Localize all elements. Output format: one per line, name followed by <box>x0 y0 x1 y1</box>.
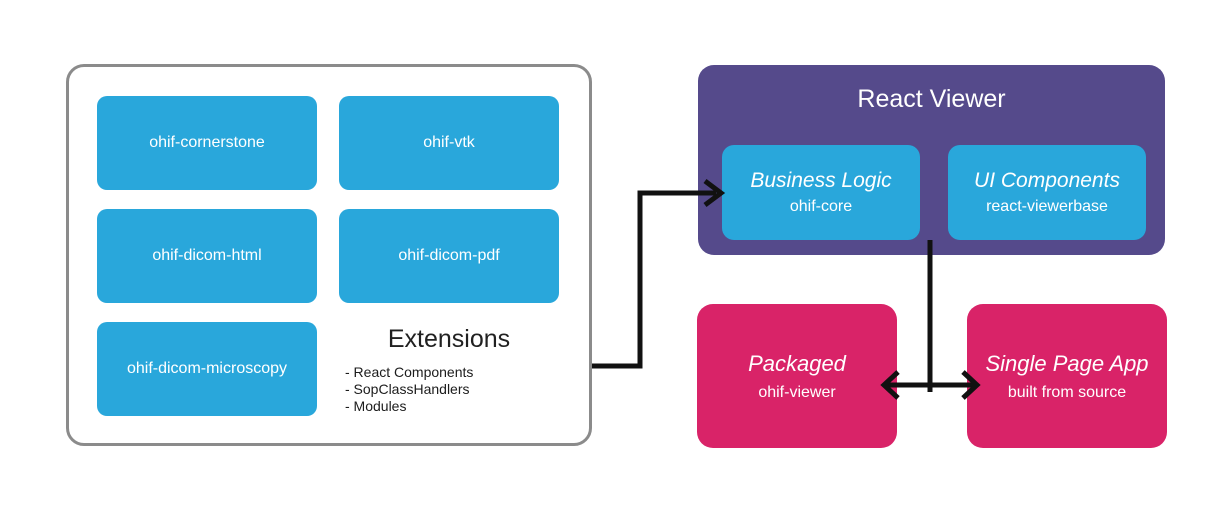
single-page-app-title: Single Page App <box>985 350 1149 376</box>
extension-box-ohif-dicom-html: ohif-dicom-html <box>97 209 317 303</box>
extension-box-ohif-cornerstone: ohif-cornerstone <box>97 96 317 190</box>
extension-label: ohif-dicom-pdf <box>398 247 500 264</box>
extensions-bullet-list: - React Components - SopClassHandlers - … <box>345 364 473 415</box>
extensions-title: Extensions <box>387 325 511 353</box>
business-logic-box: Business Logic ohif-core <box>722 145 920 240</box>
ui-components-title: UI Components <box>974 169 1120 192</box>
react-viewer-container: React Viewer Business Logic ohif-core UI… <box>698 65 1165 255</box>
extension-label: ohif-dicom-html <box>152 247 262 264</box>
business-logic-title: Business Logic <box>750 169 892 192</box>
extensions-bullet: - Modules <box>345 398 407 414</box>
ui-components-box: UI Components react-viewerbase <box>948 145 1146 240</box>
packaged-box: Packaged ohif-viewer <box>697 304 897 448</box>
ui-components-subtitle: react-viewerbase <box>986 198 1108 215</box>
extension-label: ohif-vtk <box>423 134 475 151</box>
extensions-bullet: - React Components <box>345 364 474 380</box>
extension-label: ohif-dicom-microscopy <box>126 360 288 377</box>
extension-box-ohif-vtk: ohif-vtk <box>339 96 559 190</box>
react-viewer-title: React Viewer <box>857 85 1006 113</box>
extensions-container: ohif-cornerstone ohif-vtk ohif-dicom-htm… <box>66 64 592 446</box>
extension-box-ohif-dicom-pdf: ohif-dicom-pdf <box>339 209 559 303</box>
single-page-app-box: Single Page App built from source <box>967 304 1167 448</box>
business-logic-subtitle: ohif-core <box>789 198 853 215</box>
extensions-bullet: - SopClassHandlers <box>345 381 470 397</box>
packaged-subtitle: ohif-viewer <box>758 383 836 401</box>
extension-box-ohif-dicom-microscopy: ohif-dicom-microscopy <box>97 322 317 416</box>
extension-label: ohif-cornerstone <box>149 134 265 151</box>
packaged-title: Packaged <box>748 350 846 376</box>
single-page-app-subtitle: built from source <box>1007 383 1127 401</box>
